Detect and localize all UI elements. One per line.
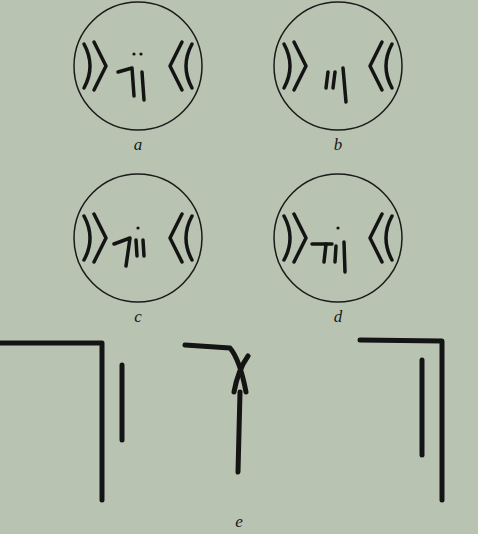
- panel-letter: d: [334, 308, 343, 325]
- cell-outline: [74, 2, 202, 130]
- chromosome-figure: [284, 42, 392, 102]
- cell-circle: b: [272, 0, 404, 153]
- chromosome-figure: [84, 214, 192, 266]
- panel-letter: c: [134, 308, 142, 325]
- cell-outline: [272, 172, 404, 304]
- cell-outline: [274, 2, 402, 130]
- chromosome-figure: [84, 42, 192, 100]
- cell-outline: [72, 0, 204, 132]
- cell-outline: [272, 0, 404, 132]
- chromosome-figure: [284, 214, 392, 272]
- cell-outline: [74, 174, 202, 302]
- panel-letter: e: [235, 513, 243, 530]
- cell-outline: [274, 174, 402, 302]
- panel-letter: a: [134, 136, 143, 153]
- cell-circle: c: [72, 172, 204, 325]
- chromosome-pairing-figure: [0, 340, 442, 500]
- cell-circle: d: [272, 172, 404, 325]
- cell-circle: a: [72, 0, 204, 153]
- panel-letter: b: [334, 136, 343, 153]
- cell-outline: [72, 172, 204, 304]
